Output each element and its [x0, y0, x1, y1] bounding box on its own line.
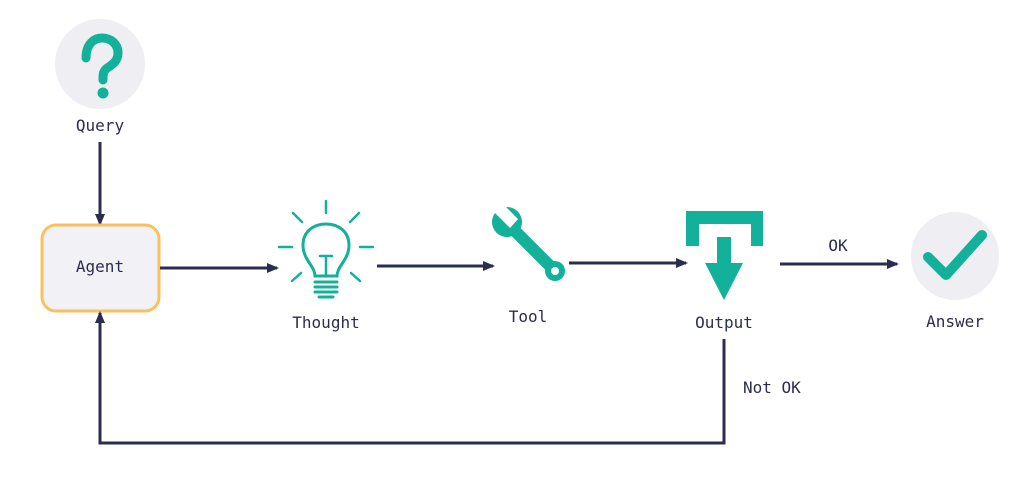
thought-label: Thought [292, 313, 359, 332]
download-tray-icon [686, 211, 763, 300]
tool-node: Tool [492, 203, 565, 326]
edge-output-to-agent-loop [95, 311, 726, 445]
agent-label: Agent [76, 257, 124, 276]
edge-label-not-ok: Not OK [743, 378, 801, 397]
answer-node: Answer [911, 212, 999, 331]
edge-label-ok: OK [828, 236, 848, 255]
query-label: Query [76, 116, 125, 135]
tool-label: Tool [509, 307, 548, 326]
query-icon-background [55, 19, 145, 109]
thought-node: Thought [277, 199, 375, 332]
output-node: Output [686, 211, 763, 332]
question-mark-icon [81, 33, 123, 99]
answer-label: Answer [926, 312, 984, 331]
output-label: Output [695, 313, 753, 332]
agent-node: Agent [40, 223, 161, 313]
query-node: Query [55, 19, 145, 135]
wrench-icon [492, 203, 565, 281]
checkmark-icon [923, 230, 987, 280]
lightbulb-icon [277, 199, 375, 299]
